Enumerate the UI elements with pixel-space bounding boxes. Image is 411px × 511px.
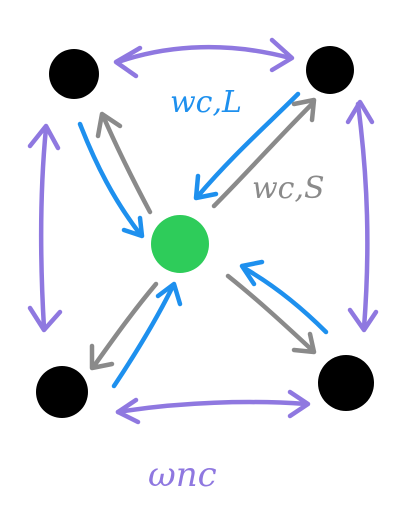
nodes: [36, 46, 374, 418]
label-w-nc: ωnc: [148, 455, 217, 495]
label-w-cs: wc,S: [252, 171, 325, 206]
arrow-cl-bottom-left: [111, 281, 183, 389]
node-top-right: [306, 46, 354, 94]
arrow-cs-top-right: [211, 97, 317, 209]
node-top-left: [49, 49, 99, 99]
arrow-nc-left: [27, 123, 63, 333]
label-w-cl: wc,L: [170, 85, 242, 120]
node-center: [151, 215, 209, 273]
labels: wc,L wc,S ωnc: [148, 85, 325, 495]
arrow-nc-top: [113, 37, 295, 79]
arrow-cs-bottom-right: [225, 273, 317, 355]
arrow-cs-top-left: [95, 111, 153, 215]
arrow-cs-bottom-left: [89, 281, 159, 371]
node-bottom-left: [36, 366, 88, 418]
node-bottom-right: [318, 355, 374, 411]
nc-arrows: [27, 37, 379, 425]
arrow-cl-top-left: [77, 121, 145, 239]
spoke-arrows: [77, 91, 329, 389]
arrow-cl-top-right: [193, 91, 301, 201]
arrow-nc-bottom: [115, 389, 311, 425]
arrow-nc-right: [345, 99, 379, 333]
arrow-cl-bottom-right: [239, 259, 329, 335]
